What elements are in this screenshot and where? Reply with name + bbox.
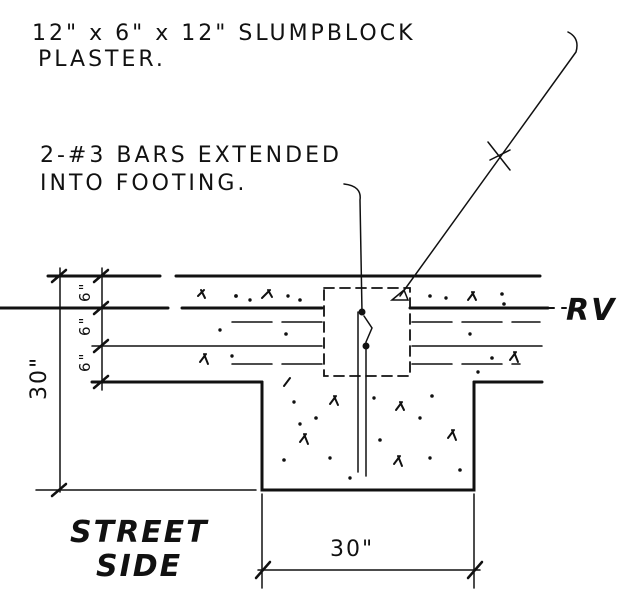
course-dimension-1: 6": [76, 282, 94, 302]
course-lines: [0, 274, 567, 384]
bottom-dimension-lines: [254, 493, 484, 589]
grout-cell: [323, 287, 411, 377]
block-note: 12" x 6" x 12" SLUMPBLOCK PLASTER.: [32, 21, 416, 72]
bars-note-leader: [343, 183, 363, 313]
height-dimension: 30": [27, 356, 52, 400]
street-side-label-line2: SIDE: [96, 549, 182, 584]
width-dimension: 30": [330, 537, 374, 562]
bars-note: 2-#3 BARS EXTENDED INTO FOOTING.: [40, 143, 342, 196]
block-note-line1: 12" x 6" x 12" SLUMPBLOCK: [32, 21, 416, 46]
left-dimension-lines: [35, 267, 257, 498]
footing-outline: [260, 380, 476, 492]
block-note-arrowhead: [389, 288, 410, 301]
concrete-marks: [197, 289, 519, 480]
street-side-label-line1: STREET: [70, 515, 209, 550]
course-dimension-3: 6": [76, 352, 94, 372]
block-note-leader: [399, 31, 578, 297]
bars-note-slash: [487, 141, 511, 171]
rebar: [357, 308, 373, 477]
block-note-line2: PLASTER.: [38, 47, 166, 72]
bars-note-line2: INTO FOOTING.: [40, 171, 247, 196]
course-dimension-2: 6": [76, 316, 94, 336]
rv-label: RV: [566, 293, 617, 328]
bars-note-line1: 2-#3 BARS EXTENDED: [40, 143, 342, 168]
